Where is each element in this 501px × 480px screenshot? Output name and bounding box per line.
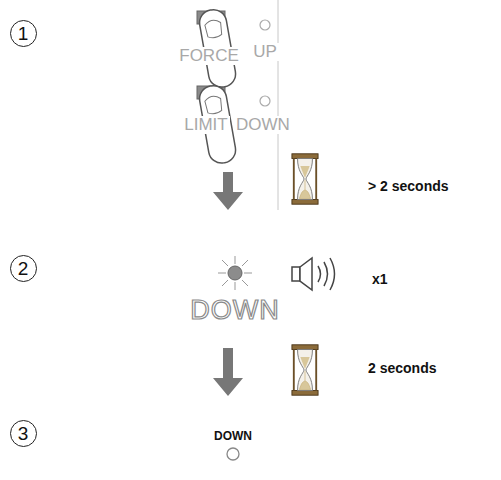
led-label: DOWN (214, 430, 252, 443)
duration-label: > 2 seconds (368, 179, 449, 194)
down-led (260, 96, 270, 106)
step-number-text: 3 (18, 424, 29, 443)
divider-line (278, 0, 279, 210)
step-number: 3 (10, 420, 37, 447)
led-label: UP (251, 43, 279, 62)
step-number-text: 2 (18, 259, 29, 278)
step-number: 2 (10, 255, 37, 282)
beep-speaker (292, 258, 335, 290)
step-number: 1 (10, 20, 37, 47)
led-label: DOWN (234, 116, 292, 135)
lit-led (218, 256, 252, 290)
off-led (227, 448, 239, 460)
button-label: LIMIT (182, 116, 229, 135)
duration-label: 2 seconds (368, 361, 436, 376)
beep-count: x1 (372, 272, 388, 287)
led-label: DOWN (190, 296, 279, 326)
down-arrow (213, 172, 243, 210)
hourglass-icon (292, 345, 318, 395)
down-arrow (213, 348, 243, 396)
up-led (260, 20, 270, 30)
hourglass-icon (292, 154, 318, 204)
button-label: FORCE (177, 47, 241, 66)
step-number-text: 1 (18, 24, 29, 43)
